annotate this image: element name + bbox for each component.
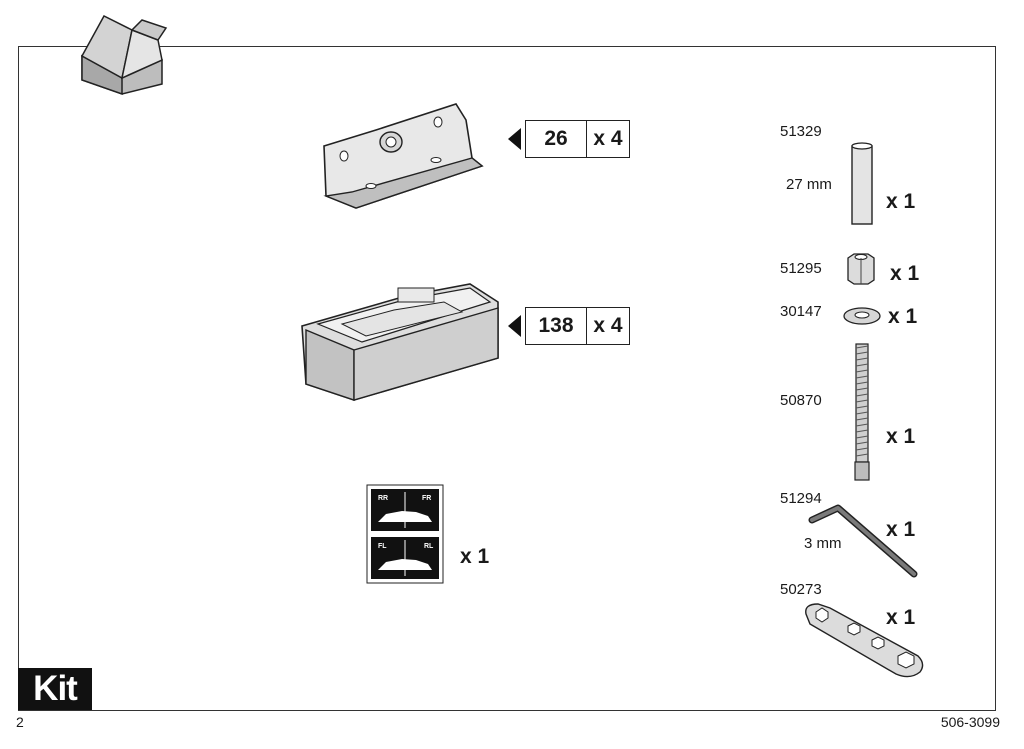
wrench-icon	[805, 603, 924, 678]
hardware-quantity: x 1	[886, 518, 916, 541]
decal-quantity: x 1	[460, 545, 490, 568]
hardware-quantity: x 1	[890, 262, 920, 285]
foot-pad-part-icon	[301, 283, 499, 401]
hardware-code: 50273	[780, 581, 822, 598]
hardware-quantity: x 1	[886, 606, 916, 629]
hardware-code: 30147	[780, 303, 822, 320]
part-quantity: x 4	[593, 314, 623, 337]
hardware-quantity: x 1	[886, 425, 916, 448]
section-label: Kit	[18, 668, 92, 710]
pointer-arrow-icon	[508, 315, 521, 337]
hardware-quantity: x 1	[886, 190, 916, 213]
hex-nut-icon	[847, 253, 875, 285]
hardware-code: 50870	[780, 392, 822, 409]
decal-label-rl: RL	[424, 543, 434, 550]
threaded-rod-icon	[854, 343, 870, 481]
pointer-arrow-icon	[508, 128, 521, 150]
page-frame	[18, 46, 996, 711]
document-code: 506-3099	[940, 714, 1000, 730]
hardware-code: 51294	[780, 490, 822, 507]
washer-icon	[843, 307, 881, 325]
decal-label-rr: RR	[378, 495, 388, 502]
spacer-tube-icon	[851, 142, 873, 225]
spacer-dimension: 27 mm	[786, 176, 832, 193]
page-number: 2	[16, 714, 24, 730]
position-decal-icon: RR FR FL RL	[366, 484, 444, 584]
part-ref-number: 26	[526, 121, 587, 157]
decal-label-fl: FL	[378, 543, 387, 550]
allen-key-icon	[808, 504, 918, 578]
part-ref-number: 138	[526, 308, 587, 344]
bracket-part-icon	[323, 103, 484, 209]
hardware-code: 51329	[780, 123, 822, 140]
part-quantity: x 4	[593, 127, 623, 150]
open-box-icon	[80, 15, 168, 96]
key-dimension: 3 mm	[804, 535, 842, 552]
hardware-code: 51295	[780, 260, 822, 277]
hardware-quantity: x 1	[888, 305, 918, 328]
part-ref-badge: 138 x 4	[508, 307, 630, 345]
decal-label-fr: FR	[422, 495, 431, 502]
part-ref-badge: 26 x 4	[508, 120, 630, 158]
